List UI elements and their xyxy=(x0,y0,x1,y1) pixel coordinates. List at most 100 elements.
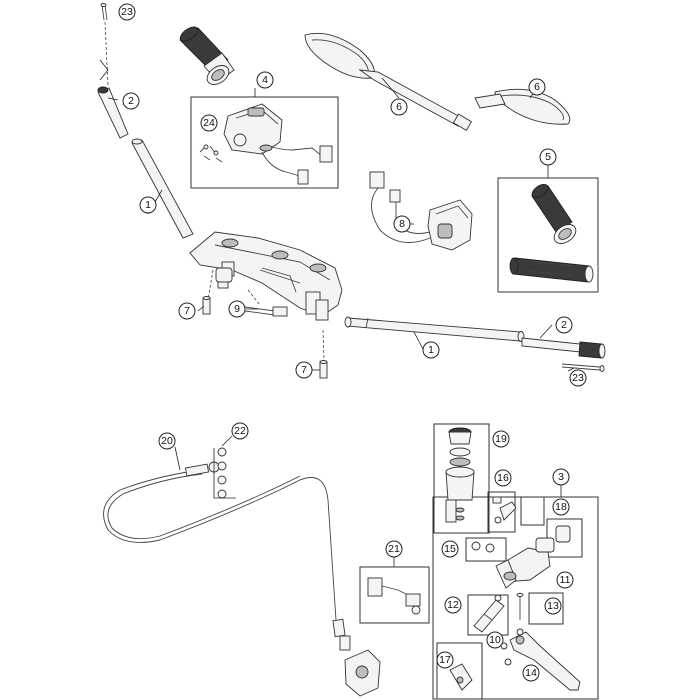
right-switch xyxy=(369,171,473,251)
callout-22: 22 xyxy=(231,422,249,440)
switch-assembly-box xyxy=(190,96,339,189)
brake-light-switch xyxy=(367,577,421,615)
svg-text:11: 11 xyxy=(560,574,571,586)
subbox-17 xyxy=(436,642,483,700)
callout-6-left: 6 xyxy=(390,98,408,116)
svg-text:5: 5 xyxy=(545,151,551,163)
callout-11: 11 xyxy=(556,571,574,589)
callout-23-top: 23 xyxy=(118,3,136,21)
callout-8: 8 xyxy=(393,215,411,233)
svg-text:16: 16 xyxy=(497,472,509,484)
bar-tube-right xyxy=(344,316,525,342)
lever-adjuster xyxy=(449,663,473,691)
callout-4: 4 xyxy=(256,71,274,89)
clamp-bushing xyxy=(215,267,233,289)
callout-7-left: 7 xyxy=(178,302,196,320)
callout-1-right: 1 xyxy=(422,341,440,359)
lever-pivot xyxy=(500,628,524,666)
svg-text:24: 24 xyxy=(203,117,215,129)
subbox-13 xyxy=(528,592,564,625)
svg-text:23: 23 xyxy=(572,372,584,384)
brake-lever xyxy=(509,631,581,691)
master-cylinder-box xyxy=(432,496,599,700)
svg-text:6: 6 xyxy=(534,81,540,93)
grip-upper xyxy=(531,183,577,244)
callout-5: 5 xyxy=(539,148,557,166)
callout-17: 17 xyxy=(436,651,454,669)
banjo-washers xyxy=(213,447,236,499)
svg-text:1: 1 xyxy=(428,344,434,356)
callout-2-right: 2 xyxy=(555,316,573,334)
callout-13: 13 xyxy=(544,597,562,615)
svg-text:18: 18 xyxy=(555,501,567,513)
handlebar-clamp xyxy=(189,231,343,321)
mirror-right xyxy=(474,88,571,125)
svg-text:7: 7 xyxy=(301,364,307,376)
bar-tube-left xyxy=(131,138,194,239)
brake-switch-box xyxy=(359,566,430,624)
svg-text:9: 9 xyxy=(234,303,240,315)
callout-20: 20 xyxy=(158,432,176,450)
clamp-cap xyxy=(471,541,495,553)
end-weight-bolt-upper xyxy=(99,3,109,86)
subbox-12 xyxy=(467,594,509,636)
callout-3: 3 xyxy=(552,468,570,486)
screw-set-box xyxy=(487,491,516,533)
callout-2-top: 2 xyxy=(122,92,140,110)
clamp-bolt-right xyxy=(319,329,328,379)
svg-text:7: 7 xyxy=(184,305,190,317)
callout-12: 12 xyxy=(444,596,462,614)
left-switch xyxy=(223,103,333,185)
screw-pair-24 xyxy=(199,144,223,163)
callout-21: 21 xyxy=(385,540,403,558)
svg-text:2: 2 xyxy=(128,95,134,107)
screw-set-16 xyxy=(492,496,517,524)
svg-text:12: 12 xyxy=(447,599,459,611)
callout-24: 24 xyxy=(200,114,218,132)
svg-text:17: 17 xyxy=(439,654,451,666)
end-weight-bolt-right xyxy=(561,363,605,372)
master-cylinder xyxy=(495,525,571,589)
svg-text:13: 13 xyxy=(547,600,559,612)
reservoir xyxy=(445,427,475,523)
callout-19: 19 xyxy=(492,430,510,448)
svg-text:15: 15 xyxy=(444,543,456,555)
svg-text:14: 14 xyxy=(525,667,537,679)
lever-bolt xyxy=(516,593,524,620)
end-weight-upper xyxy=(97,86,129,139)
mirror-left xyxy=(304,32,473,131)
caliper-fitting xyxy=(339,635,381,697)
svg-text:8: 8 xyxy=(399,218,405,230)
svg-text:20: 20 xyxy=(161,435,173,447)
leader-lines xyxy=(107,77,575,567)
svg-text:19: 19 xyxy=(495,433,507,445)
callout-10: 10 xyxy=(486,631,504,649)
callout-18: 18 xyxy=(552,498,570,516)
svg-text:10: 10 xyxy=(489,634,501,646)
throttle-grip xyxy=(179,26,235,85)
callout-23-right: 23 xyxy=(569,369,587,387)
subbox-15 xyxy=(465,537,507,562)
end-weight-right xyxy=(521,337,606,359)
reservoir-box xyxy=(433,423,490,534)
callout-14: 14 xyxy=(522,664,540,682)
svg-text:22: 22 xyxy=(234,425,246,437)
callout-9: 9 xyxy=(228,300,246,318)
svg-text:6: 6 xyxy=(396,101,402,113)
clamp-screw xyxy=(244,289,288,317)
callout-7-right: 7 xyxy=(295,361,313,379)
bolt-axis xyxy=(207,269,214,301)
callout-16: 16 xyxy=(494,469,512,487)
svg-text:4: 4 xyxy=(262,74,268,86)
callout-6-right: 6 xyxy=(528,78,546,96)
svg-text:2: 2 xyxy=(561,319,567,331)
clamp-bolt-left xyxy=(202,296,211,315)
svg-text:1: 1 xyxy=(145,199,151,211)
callout-1-top: 1 xyxy=(139,196,157,214)
svg-text:23: 23 xyxy=(121,6,133,18)
brake-hose xyxy=(103,461,346,638)
grip-lower xyxy=(509,257,594,283)
svg-text:3: 3 xyxy=(558,471,564,483)
